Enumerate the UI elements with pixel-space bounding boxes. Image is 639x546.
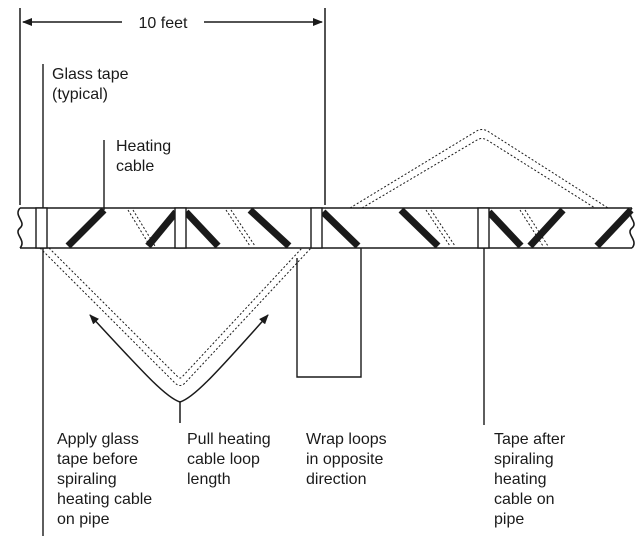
- label-heating-cable: Heating cable: [116, 138, 172, 175]
- pull-arrow-left: [89, 314, 181, 403]
- dimension-label: 10 feet: [139, 15, 188, 32]
- glass-tape-band: [477, 207, 490, 249]
- heating-cable-segment: [398, 207, 441, 249]
- heating-cable-segment: [527, 207, 566, 249]
- dimension-line: [19, 8, 326, 205]
- leader-wrap-loops: [296, 248, 362, 378]
- label-pull-loop: Pull heating cable loop length: [187, 431, 271, 488]
- label-wrap-loops: Wrap loops in opposite direction: [306, 431, 387, 488]
- cable-back-strokes: [127, 209, 549, 247]
- label-glass-tape: Glass tape (typical): [52, 66, 129, 103]
- leader-lines: [42, 64, 485, 536]
- cable-loop-lower: [39, 247, 312, 386]
- cable-front-strokes: [65, 207, 634, 249]
- heating-cable-segment: [183, 209, 221, 249]
- glass-tape-band: [35, 207, 48, 249]
- label-tape-after: Tape after spiraling heating cable on pi…: [494, 431, 566, 528]
- pull-arrows: [89, 314, 269, 423]
- glass-tape-bands: [35, 207, 490, 249]
- label-apply-glass-tape: Apply glass tape before spiraling heatin…: [57, 431, 153, 528]
- glass-tape-band: [310, 207, 323, 249]
- heating-cable-segment: [65, 207, 107, 249]
- pull-arrow-right: [179, 314, 269, 403]
- heating-cable-segment: [145, 209, 179, 249]
- heating-cable-segment: [320, 209, 361, 249]
- heating-cable-segment: [594, 207, 634, 249]
- heating-cable-segment: [486, 209, 524, 249]
- glass-tape-band: [174, 207, 187, 249]
- heating-cable-segment: [247, 207, 292, 249]
- pipe-break-left: [17, 207, 23, 249]
- cable-loop-upper: [349, 129, 609, 209]
